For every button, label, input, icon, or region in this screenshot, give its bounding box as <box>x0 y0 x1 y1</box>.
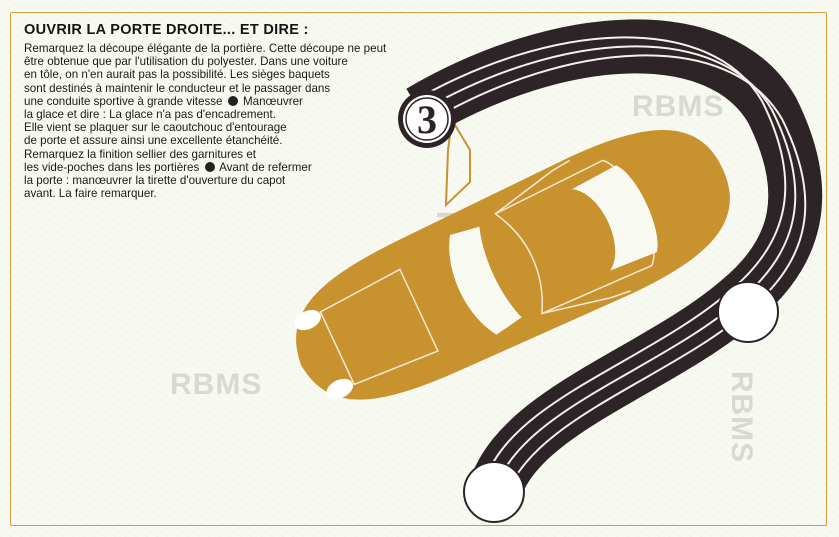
body-line-text: avant. La faire remarquer. <box>24 187 157 201</box>
track-marker <box>717 281 779 343</box>
body-line: avant. La faire remarquer. <box>24 187 454 200</box>
watermark: RBMS <box>632 90 725 123</box>
body-line: Remarquez la découpe élégante de la port… <box>24 42 454 55</box>
page-frame <box>10 12 827 526</box>
body-line: une conduite sportive à grande vitesse M… <box>24 95 454 108</box>
body-line-text: en tôle, on n'en aurait pas la possibili… <box>24 68 330 82</box>
body-line: Elle vient se plaquer sur le caoutchouc … <box>24 121 454 134</box>
car-illustration <box>294 130 730 400</box>
watermark: RBMS <box>170 368 263 401</box>
step-number: 3 <box>417 97 437 142</box>
bullet-dot-icon <box>227 95 238 106</box>
body-line-text: Manœuvrer <box>239 94 303 108</box>
body-line: la glace et dire : La glace n'a pas d'en… <box>24 108 454 121</box>
body-line: de porte et assure ainsi une excellente … <box>24 134 454 147</box>
body-line-text: la porte : manœuvrer la tirette d'ouvert… <box>24 174 286 188</box>
body-line-text: être obtenue que par l'utilisation du po… <box>24 55 348 69</box>
body-line-text: les vide-poches dans les portières <box>24 160 200 174</box>
body-line-text: Remarquez la finition sellier des garnit… <box>24 147 256 161</box>
body-text: Remarquez la découpe élégante de la port… <box>24 42 454 200</box>
body-line-text: une conduite sportive à grande vitesse <box>24 94 223 108</box>
open-door <box>444 117 471 208</box>
section-title: OUVRIR LA PORTE DROITE... ET DIRE : <box>24 22 309 38</box>
body-line: en tôle, on n'en aurait pas la possibili… <box>24 68 454 81</box>
body-line-text: sont destinés à maintenir le conducteur … <box>24 81 331 95</box>
bullet-dot-icon <box>204 161 215 172</box>
body-line: les vide-poches dans les portières Avant… <box>24 161 454 174</box>
body-line: Remarquez la finition sellier des garnit… <box>24 148 454 161</box>
body-line-text: Elle vient se plaquer sur le caoutchouc … <box>24 121 287 135</box>
step-badge: 3 <box>398 90 456 148</box>
body-line: la porte : manœuvrer la tirette d'ouvert… <box>24 174 454 187</box>
body-line-text: Remarquez la découpe élégante de la port… <box>24 42 387 55</box>
body-line: être obtenue que par l'utilisation du po… <box>24 55 454 68</box>
body-line-text: la glace et dire : La glace n'a pas d'en… <box>24 108 276 122</box>
body-line: sont destinés à maintenir le conducteur … <box>24 82 454 95</box>
body-line-text: Avant de refermer <box>216 160 312 174</box>
race-track <box>406 19 823 523</box>
body-line-text: de porte et assure ainsi une excellente … <box>24 134 283 148</box>
track-marker <box>463 461 525 523</box>
